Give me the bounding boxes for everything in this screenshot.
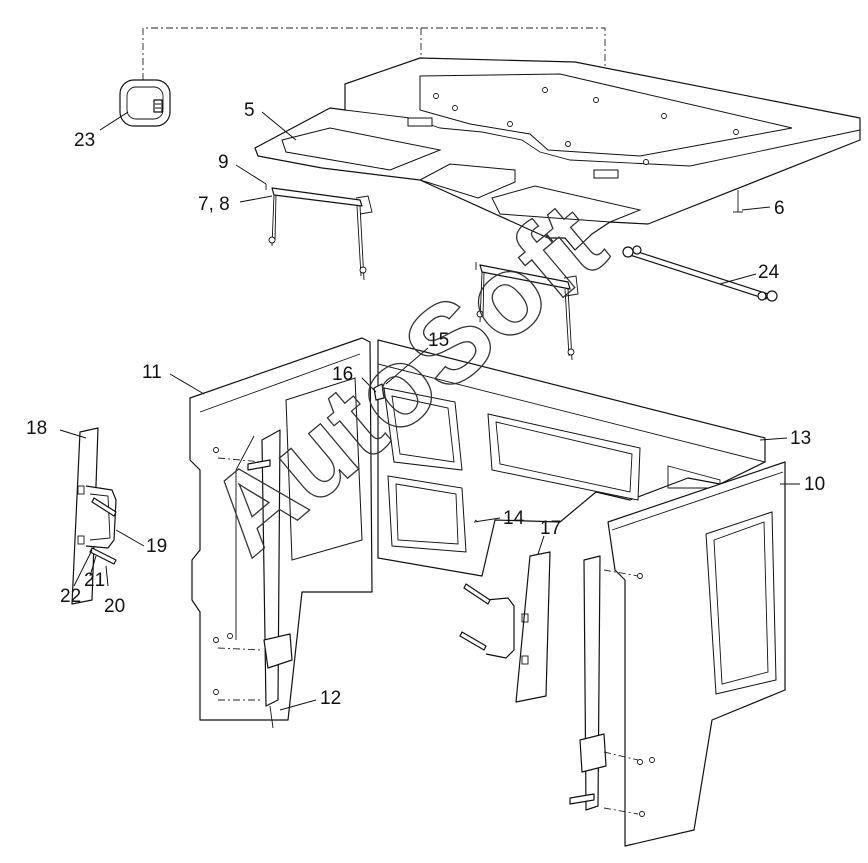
leader-lines (59, 111, 800, 711)
callout-7-8: 7, 8 (198, 194, 230, 215)
support-rod (622, 245, 778, 302)
callout-24: 24 (758, 262, 780, 283)
callout-10: 10 (804, 474, 825, 495)
callout-9: 9 (218, 152, 229, 173)
left-grab-handle (71, 427, 117, 605)
callout-6: 6 (774, 198, 785, 219)
callout-5: 5 (244, 100, 255, 121)
sun-visor-right (475, 262, 579, 361)
left-side-panel (189, 337, 373, 729)
callout-19: 19 (146, 536, 167, 557)
callout-labels: 5 6 7, 8 9 10 11 12 13 14 15 16 17 18 19… (26, 100, 825, 709)
callout-20: 20 (104, 596, 125, 617)
roof-panel (254, 57, 861, 251)
callout-23: 23 (74, 130, 95, 151)
callout-11: 11 (142, 362, 162, 383)
rear-panel (377, 339, 766, 577)
callout-15: 15 (428, 330, 449, 351)
pin (733, 190, 743, 213)
callout-22: 22 (60, 586, 81, 607)
callout-18: 18 (26, 418, 47, 439)
roof-holes (433, 87, 739, 165)
callout-12: 12 (320, 688, 341, 709)
callout-14: 14 (503, 508, 525, 529)
callout-17: 17 (540, 518, 561, 539)
callout-16: 16 (332, 364, 353, 385)
right-side-panel (569, 461, 786, 847)
callout-21: 21 (84, 570, 105, 591)
sun-visor-left (265, 184, 373, 281)
clip (373, 383, 385, 401)
right-grab-handle (459, 551, 551, 703)
callout-13: 13 (790, 428, 811, 449)
dome-lamp (119, 79, 171, 127)
